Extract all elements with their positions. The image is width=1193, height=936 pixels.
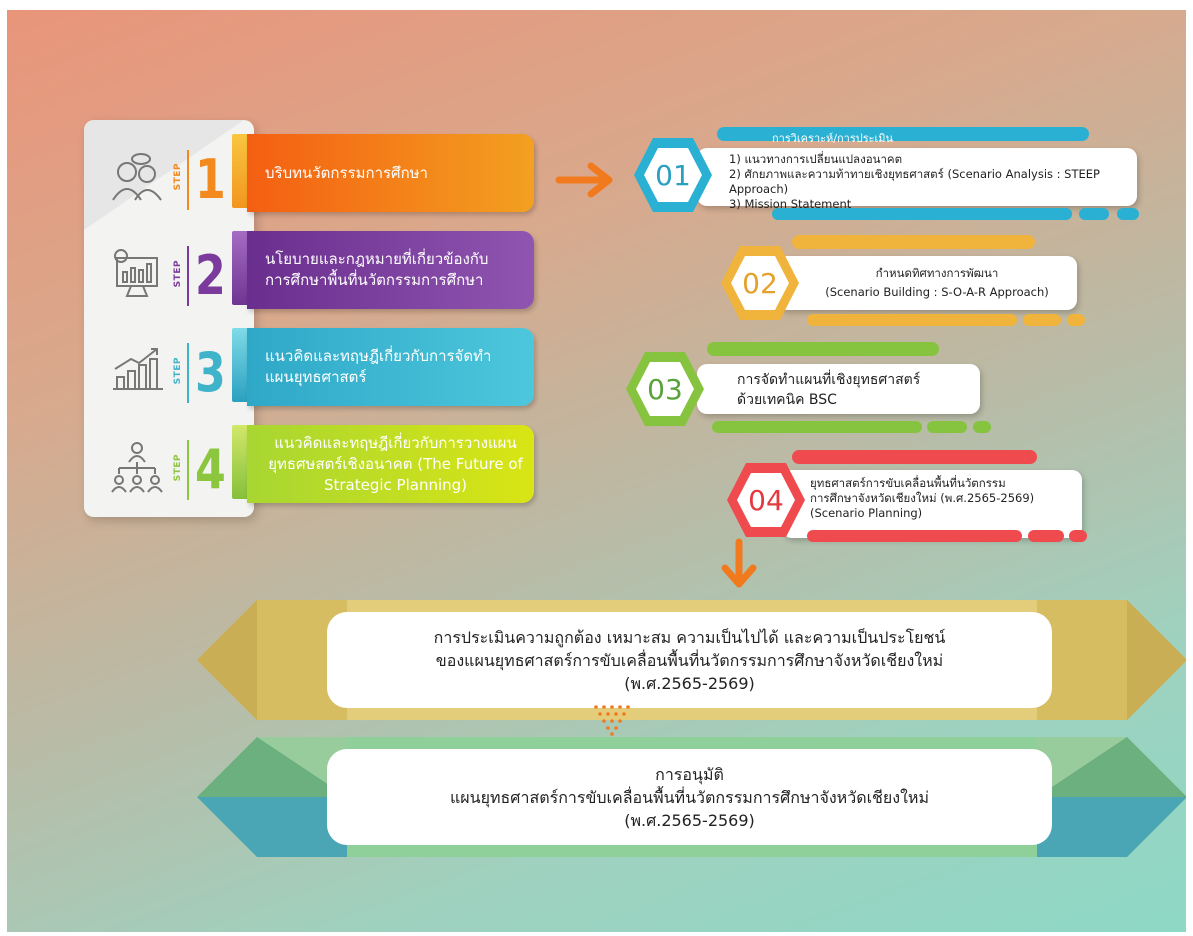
phase-ribbon <box>772 208 1072 220</box>
step-number: 4 <box>195 438 226 501</box>
step-label: STEP <box>173 260 183 288</box>
step-3-title-line: แผนยุทธศาสตร์ <box>265 368 367 386</box>
step-4-title-line: Strategic Planning) <box>323 475 468 494</box>
approval-text: การอนุมัติ แผนยุทธศาสตร์การขับเคลื่อนพื้… <box>327 749 1052 845</box>
phase-dot <box>1117 208 1139 220</box>
step-divider <box>187 343 189 403</box>
phase-01-heading: การวิเคราะห์/การประเมิน <box>772 132 894 145</box>
phase-04-line: (Scenario Planning) <box>810 506 923 520</box>
evaluation-line: การประเมินความถูกต้อง เหมาะสม ความเป็นไป… <box>433 627 946 647</box>
step-2-title-band: นโยบายและกฎหมายที่เกี่ยวข้องกับ การศึกษา… <box>247 231 534 309</box>
evaluation-line: (พ.ศ.2565-2569) <box>624 673 755 693</box>
approval-line: แผนยุทธศาสตร์การขับเคลื่อนพื้นที่นวัตกรร… <box>449 787 930 807</box>
approval-banner: การอนุมัติ แผนยุทธศาสตร์การขับเคลื่อนพื้… <box>197 737 1186 857</box>
step-label: STEP <box>173 454 183 482</box>
phase-ribbon <box>807 314 1017 326</box>
step-2-title-line: นโยบายและกฎหมายที่เกี่ยวข้องกับ <box>265 250 489 268</box>
infographic-canvas: STEP 1 บริบทนวัตกรรมการศึกษา STEP 2 นโยบ… <box>7 10 1186 932</box>
phase-dot <box>927 421 967 433</box>
phase-dot <box>1023 314 1061 326</box>
step-divider <box>187 150 189 210</box>
phase-02-line: กำหนดทิศทางการพัฒนา <box>875 266 999 280</box>
phase-01-badge: 01 <box>632 135 714 215</box>
approval-line: การอนุมัติ <box>655 764 724 784</box>
phase-ribbon <box>807 530 1022 542</box>
phase-03-badge: 03 <box>624 349 706 429</box>
phase-03-line: การจัดทำแผนที่เชิงยุทธศาสตร์ <box>737 372 921 388</box>
organization-icon <box>111 442 163 493</box>
approval-line: (พ.ศ.2565-2569) <box>624 810 755 830</box>
phase-01-line: 3) Mission Statement <box>729 197 852 211</box>
phase-ribbon <box>712 421 922 433</box>
step-4-title-band: แนวคิดและทฤษฎีเกี่ยวกับการวางแผน ยุทธศษส… <box>247 425 534 503</box>
phase-number: 04 <box>748 483 784 517</box>
phase-01-card: 1) แนวทางการเปลี่ยนแปลงอนาคต 2) ศักยภาพแ… <box>697 148 1137 211</box>
phase-04-card: ยุทธศาสตร์การขับเคลื่อนพื้นที่นวัตกรรม ก… <box>782 470 1082 538</box>
growth-chart-icon <box>113 348 163 390</box>
phase-02-badge: 02 <box>719 243 801 323</box>
phase-ribbon <box>792 450 1037 464</box>
phase-ribbon <box>792 235 1035 249</box>
phase-dot <box>1069 530 1087 542</box>
phase-number: 01 <box>655 158 691 192</box>
phase-02-card: กำหนดทิศทางการพัฒนา (Scenario Building :… <box>777 256 1077 310</box>
step-number: 2 <box>195 244 226 307</box>
evaluation-banner: การประเมินความถูกต้อง เหมาะสม ความเป็นไป… <box>197 600 1186 720</box>
phase-number: 03 <box>647 372 683 406</box>
phase-02-line: (Scenario Building : S-O-A-R Approach) <box>825 285 1049 299</box>
phase-01-line: 2) ศักยภาพและความท้าทายเชิงยุทธศาสตร์ (S… <box>729 167 1100 196</box>
phase-number: 02 <box>742 266 778 300</box>
step-label: STEP <box>173 163 183 191</box>
phase-04-badge: 04 <box>725 460 807 540</box>
evaluation-banner-shape <box>197 600 1186 720</box>
people-talking-icon <box>112 153 162 201</box>
evaluation-text: การประเมินความถูกต้อง เหมาะสม ความเป็นไป… <box>327 612 1052 708</box>
step-3-title-band: แนวคิดและทฤษฎีเกี่ยวกับการจัดทำ แผนยุทธศ… <box>247 328 534 406</box>
phase-04-line: ยุทธศาสตร์การขับเคลื่อนพื้นที่นวัตกรรม <box>810 476 1006 490</box>
phase-dot <box>1079 208 1109 220</box>
dotted-connector <box>594 705 630 736</box>
step-4-title-line: แนวคิดและทฤษฎีเกี่ยวกับการวางแผน <box>274 433 517 452</box>
step-4-title-line: ยุทธศษสตร์เชิงอนาคต (The Future of <box>268 454 523 473</box>
phase-ribbon <box>717 127 1089 141</box>
step-divider <box>187 246 189 306</box>
step-number: 3 <box>195 341 226 404</box>
evaluation-line: ของแผนยุทธศาสตร์การขับเคลื่อนพื้นที่นวัต… <box>435 650 944 670</box>
step-3-title-line: แนวคิดและทฤษฎีเกี่ยวกับการจัดทำ <box>265 347 492 365</box>
phase-03-card: การจัดทำแผนที่เชิงยุทธศาสตร์ ด้วยเทคนิค … <box>697 364 980 414</box>
step-divider <box>187 440 189 500</box>
phase-dot <box>1028 530 1064 542</box>
phase-dot <box>1067 314 1085 326</box>
step-1-title: บริบทนวัตกรรมการศึกษา <box>265 163 428 182</box>
arrow-right-icon <box>555 162 613 198</box>
approval-banner-shape <box>197 737 1186 857</box>
phase-03-line: ด้วยเทคนิค BSC <box>737 392 837 408</box>
step-2-title-line: การศึกษาพื้นที่นวัตกรรมการศึกษา <box>265 271 484 289</box>
monitor-chart-icon <box>114 249 158 297</box>
phase-01-line: 1) แนวทางการเปลี่ยนแปลงอนาคต <box>729 152 903 166</box>
arrow-down-icon <box>721 538 757 588</box>
step-label: STEP <box>173 357 183 385</box>
step-number: 1 <box>195 148 226 211</box>
phase-dot <box>973 421 991 433</box>
phase-ribbon <box>707 342 939 356</box>
step-1-title-band: บริบทนวัตกรรมการศึกษา <box>247 134 534 212</box>
steps-panel <box>84 120 254 517</box>
phase-04-line: การศึกษาจังหวัดเชียงใหม่ (พ.ศ.2565-2569) <box>810 491 1035 505</box>
